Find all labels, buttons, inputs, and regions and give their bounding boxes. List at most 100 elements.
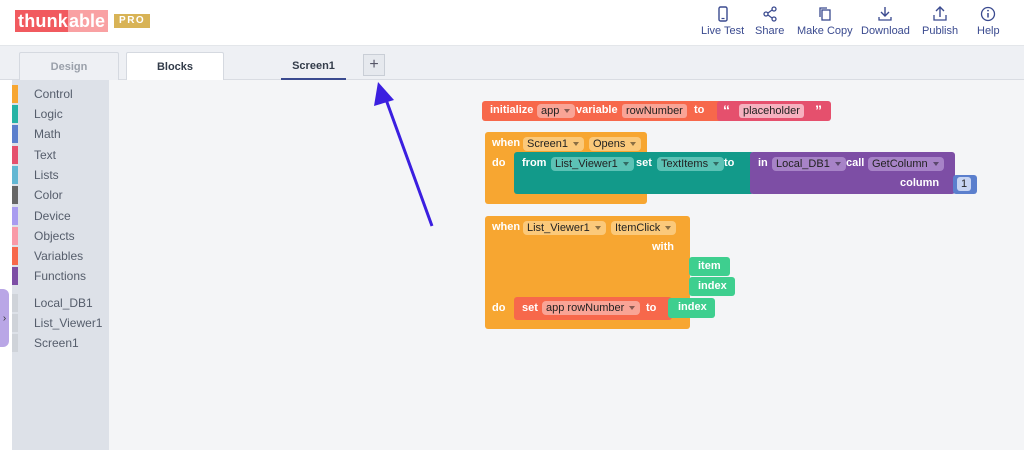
- set-keyword: set: [522, 302, 538, 314]
- param-item-block[interactable]: item: [689, 257, 730, 276]
- initialize-variable-block[interactable]: initialize app variable rowNumber to: [482, 101, 722, 121]
- sidebar-item-label: Device: [34, 209, 71, 223]
- set-variable-block[interactable]: set app rowNumber to: [514, 297, 672, 320]
- component-swatch: [12, 294, 18, 312]
- index-value-block[interactable]: index: [668, 298, 715, 318]
- sidebar-item-label: Functions: [34, 269, 87, 283]
- sidebar-item-color[interactable]: Color: [12, 186, 109, 204]
- to-keyword: to: [646, 302, 657, 314]
- sidebar-item-label: Local_DB1: [34, 296, 93, 310]
- tab-blocks[interactable]: Blocks: [126, 52, 224, 80]
- sidebar-item-label: Text: [34, 148, 57, 162]
- sidebar-item-label: Screen1: [34, 336, 79, 350]
- local-db-dropdown[interactable]: Local_DB1: [772, 157, 846, 171]
- sidebar-item-device[interactable]: Device: [12, 207, 109, 225]
- screen-tab-screen1[interactable]: Screen1: [281, 54, 346, 80]
- help-button[interactable]: Help: [977, 5, 1000, 37]
- scope-dropdown[interactable]: app: [537, 104, 576, 118]
- tab-design[interactable]: Design: [19, 52, 119, 80]
- live-test-label: Live Test: [701, 25, 745, 37]
- sidebar-item-label: List_Viewer1: [34, 316, 103, 330]
- sidebar-item-objects[interactable]: Objects: [12, 227, 109, 245]
- sidebar-item-label: Variables: [34, 249, 84, 263]
- sidebar-item-functions[interactable]: Functions: [12, 267, 109, 285]
- method-dropdown[interactable]: GetColumn: [868, 157, 944, 171]
- sidebar-item-control[interactable]: Control: [12, 85, 109, 103]
- sidebar-item-lists[interactable]: Lists: [12, 166, 109, 184]
- annotation-arrow-icon: [374, 82, 434, 227]
- with-keyword: with: [652, 241, 674, 253]
- param-item-label: item: [698, 260, 721, 272]
- set-text-items-block[interactable]: from List_Viewer1 set TextItems to: [514, 152, 754, 194]
- screen-component-dropdown[interactable]: Screen1: [523, 137, 584, 151]
- text-value-field[interactable]: placeholder: [739, 104, 804, 118]
- help-label: Help: [977, 25, 1000, 37]
- property-dropdown[interactable]: TextItems: [657, 157, 725, 171]
- variable-name-field[interactable]: rowNumber: [622, 104, 687, 118]
- to-keyword: to: [694, 104, 705, 116]
- pro-badge: PRO: [114, 14, 151, 28]
- editor-tab-strip: Design Blocks Screen1 +: [0, 46, 1024, 80]
- sidebar-item-label: Objects: [34, 229, 75, 243]
- control-swatch: [12, 85, 18, 103]
- info-icon: [981, 6, 996, 22]
- column-keyword: column: [900, 177, 940, 189]
- variable-keyword: variable: [576, 104, 618, 116]
- sidebar-item-label: Control: [34, 87, 73, 101]
- share-button[interactable]: Share: [755, 5, 784, 37]
- text-swatch: [12, 146, 18, 164]
- param-index-block[interactable]: index: [689, 277, 735, 296]
- index-value-label: index: [678, 301, 707, 313]
- do-keyword: do: [492, 157, 506, 169]
- copy-icon: [819, 7, 831, 21]
- add-screen-button[interactable]: +: [363, 54, 385, 76]
- when-keyword: when: [492, 137, 521, 149]
- sidebar-item-local-db1[interactable]: Local_DB1: [12, 294, 109, 312]
- functions-swatch: [12, 267, 18, 285]
- sidebar-item-label: Color: [34, 188, 63, 202]
- logo-text-able: able: [68, 10, 109, 32]
- math-swatch: [12, 125, 18, 143]
- component-swatch: [12, 334, 18, 352]
- list-viewer-dropdown[interactable]: List_Viewer1: [551, 157, 634, 171]
- sidebar-item-label: Logic: [34, 107, 63, 121]
- sidebar-item-math[interactable]: Math: [12, 125, 109, 143]
- sidebar-item-label: Math: [34, 127, 61, 141]
- close-quote: ”: [815, 102, 822, 118]
- component-swatch: [12, 314, 18, 332]
- objects-swatch: [12, 227, 18, 245]
- call-keyword: call: [846, 157, 865, 169]
- download-icon: [878, 7, 893, 21]
- thunkable-logo[interactable]: thunk able PRO: [15, 10, 151, 32]
- screen-event-dropdown[interactable]: Opens: [589, 137, 642, 151]
- init-keyword: initialize: [490, 104, 534, 116]
- column-number-field[interactable]: 1: [957, 177, 972, 191]
- share-icon: [763, 6, 777, 22]
- lists-swatch: [12, 166, 18, 184]
- set-keyword: set: [636, 157, 652, 169]
- sidebar-collapse-handle[interactable]: ›: [0, 289, 9, 347]
- sidebar-item-logic[interactable]: Logic: [12, 105, 109, 123]
- sidebar-item-screen1[interactable]: Screen1: [12, 334, 109, 352]
- when-keyword: when: [492, 221, 521, 233]
- download-button[interactable]: Download: [861, 5, 910, 37]
- color-swatch: [12, 186, 18, 204]
- make-copy-button[interactable]: Make Copy: [797, 5, 853, 37]
- variables-swatch: [12, 247, 18, 265]
- header-actions: Live Test Share Make Copy Download Publi…: [0, 5, 1024, 43]
- variable-dropdown[interactable]: app rowNumber: [542, 301, 641, 315]
- text-string-block[interactable]: “ placeholder ”: [717, 101, 831, 121]
- click-event-dropdown[interactable]: ItemClick: [611, 221, 677, 235]
- sidebar-item-list-viewer1[interactable]: List_Viewer1: [12, 314, 109, 332]
- get-column-call-block[interactable]: in Local_DB1 call GetColumn column: [750, 152, 955, 194]
- live-test-button[interactable]: Live Test: [701, 5, 744, 37]
- chevron-right-icon: ›: [2, 312, 7, 324]
- publish-button[interactable]: Publish: [922, 5, 958, 37]
- from-keyword: from: [522, 157, 547, 169]
- make-copy-label: Make Copy: [797, 25, 853, 37]
- sidebar-item-text[interactable]: Text: [12, 146, 109, 164]
- sidebar-item-variables[interactable]: Variables: [12, 247, 109, 265]
- number-block[interactable]: 1: [953, 175, 977, 194]
- blocks-workspace[interactable]: initialize app variable rowNumber to “ p…: [109, 80, 1024, 450]
- list-viewer-dropdown[interactable]: List_Viewer1: [523, 221, 606, 235]
